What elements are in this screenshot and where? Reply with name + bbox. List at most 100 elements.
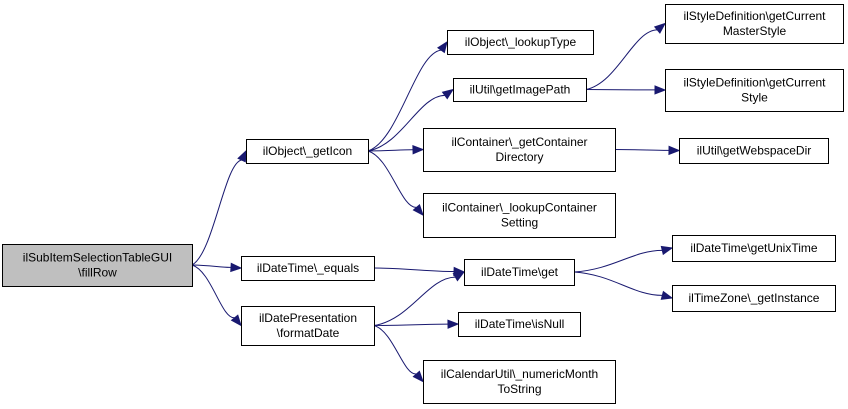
node-label: ilDateTime\getUnixTime	[690, 241, 817, 255]
node-box	[423, 360, 616, 404]
node-label: ilDateTime\_equals	[257, 261, 359, 275]
edges-layer	[191, 22, 681, 383]
edge-format-date-to-dt-get	[373, 271, 466, 326]
node-label: ilTimeZone\_getInstance	[689, 291, 820, 305]
node-get-icon[interactable]: ilObject\_getIcon	[246, 139, 369, 164]
edge-dt-get-to-tz-instance	[573, 271, 674, 300]
node-label: ilCalendarUtil\_numericMonth	[441, 367, 598, 381]
node-is-null[interactable]: ilDateTime\isNull	[458, 312, 581, 337]
edge-line	[191, 264, 235, 319]
edge-line	[191, 159, 242, 266]
edge-get-container-dir-to-webspace-dir	[614, 145, 681, 156]
arrowhead	[653, 22, 667, 34]
node-label: Style	[741, 91, 768, 105]
node-label: ilUtil\getWebspaceDir	[697, 144, 812, 158]
edge-line	[191, 264, 232, 268]
edge-format-date-to-numeric-month	[373, 325, 424, 383]
arrowhead	[230, 262, 243, 273]
edge-get-icon-to-get-container-dir	[367, 145, 425, 155]
arrowhead	[230, 314, 242, 327]
node-root[interactable]: ilSubItemSelectionTableGUI\fillRow	[2, 244, 193, 287]
edge-get-icon-to-get-image-path	[367, 88, 455, 152]
node-label: ilStyleDefinition\getCurrent	[683, 9, 826, 23]
edge-get-icon-to-lookup-type	[367, 40, 448, 152]
node-label: ilStyleDefinition\getCurrent	[683, 76, 826, 90]
node-box	[458, 312, 581, 337]
edge-line	[573, 249, 663, 273]
node-label: ilContainer\_getContainer	[451, 135, 587, 149]
node-lookup-type[interactable]: ilObject\_lookupType	[447, 30, 594, 55]
node-get-image-path[interactable]: ilUtil\getImagePath	[453, 78, 587, 102]
edge-dt-equals-to-dt-get	[373, 266, 466, 277]
arrowhead	[412, 145, 425, 155]
node-unix-time[interactable]: ilDateTime\getUnixTime	[672, 235, 836, 262]
node-box	[665, 4, 844, 44]
node-tz-instance[interactable]: ilTimeZone\_getInstance	[672, 285, 836, 312]
arrowhead	[447, 319, 460, 329]
node-box	[672, 285, 836, 312]
node-box	[241, 256, 375, 281]
arrowhead	[237, 149, 247, 163]
edge-line	[373, 323, 449, 326]
arrowhead	[668, 145, 681, 156]
node-box	[464, 259, 575, 286]
edge-line	[367, 49, 442, 152]
arrowhead	[437, 40, 448, 54]
arrowhead	[660, 245, 674, 256]
node-label: ilDateTime\isNull	[475, 317, 565, 331]
edge-line	[373, 276, 456, 326]
node-dt-get[interactable]: ilDateTime\get	[464, 259, 575, 286]
node-box	[423, 128, 616, 172]
edge-line	[614, 149, 670, 151]
node-webspace-dir[interactable]: ilUtil\getWebspaceDir	[679, 138, 829, 164]
node-box	[447, 30, 594, 55]
edge-format-date-to-is-null	[373, 319, 460, 329]
node-label: ilDateTime\get	[481, 265, 559, 279]
arrowhead	[412, 370, 424, 383]
edge-root-to-get-icon	[191, 149, 247, 266]
nodes-layer: ilSubItemSelectionTableGUI\fillRow ilObje…	[2, 4, 844, 404]
node-box	[2, 244, 193, 287]
node-label: ToString	[497, 382, 541, 396]
node-box	[241, 306, 375, 346]
node-label: ilContainer\_lookupContainer	[442, 201, 597, 215]
arrowhead	[452, 271, 466, 282]
node-label: MasterStyle	[723, 24, 787, 38]
arrowhead	[660, 290, 674, 300]
arrowhead	[441, 88, 455, 100]
arrowhead	[654, 85, 667, 95]
edge-line	[585, 29, 658, 90]
edge-get-icon-to-lookup-container-setting	[367, 150, 424, 217]
node-label: Setting	[501, 216, 538, 230]
edge-line	[573, 271, 663, 296]
arrowhead	[412, 203, 424, 217]
node-box	[246, 139, 369, 164]
node-label: ilObject\_getIcon	[263, 144, 352, 158]
edge-root-to-dt-equals	[191, 262, 243, 273]
node-box	[665, 69, 844, 112]
node-box	[679, 138, 829, 164]
edge-root-to-format-date	[191, 264, 242, 327]
node-label: \formatDate	[277, 326, 340, 340]
node-label: ilUtil\getImagePath	[470, 83, 571, 97]
node-box	[423, 193, 616, 238]
edge-dt-get-to-unix-time	[573, 245, 674, 273]
node-box	[453, 78, 587, 102]
edge-line	[367, 150, 417, 208]
edge-line	[373, 325, 417, 375]
edge-line	[367, 149, 414, 152]
node-label: ilDatePresentation	[259, 311, 357, 325]
edge-line	[373, 267, 455, 273]
node-label: ilObject\_lookupType	[465, 35, 577, 49]
edge-get-image-path-to-current-style	[585, 85, 667, 95]
node-box	[672, 235, 836, 262]
node-label: Directory	[495, 150, 543, 164]
node-dt-equals[interactable]: ilDateTime\_equals	[241, 256, 375, 281]
node-format-date[interactable]: ilDatePresentation\formatDate	[241, 306, 375, 346]
